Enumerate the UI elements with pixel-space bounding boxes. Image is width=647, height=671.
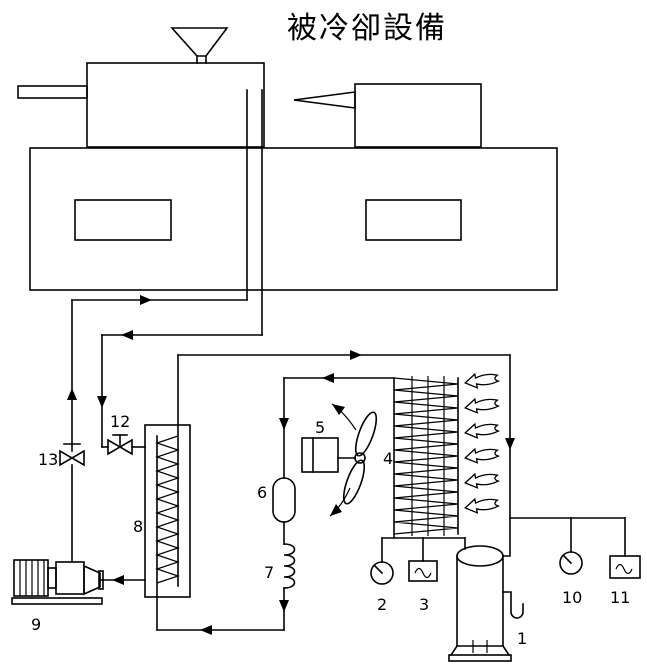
coil-zigzag <box>155 435 180 584</box>
coil-zigzag <box>393 377 459 535</box>
flow-arrow-down-icon <box>279 418 289 430</box>
valve-triangle <box>59 449 74 467</box>
fan-symbol <box>329 403 378 517</box>
pump-symbol <box>11 559 104 605</box>
fan-hub <box>354 452 366 464</box>
valve-triangle <box>107 438 122 456</box>
switch-wave <box>414 567 432 579</box>
wind-arrow-icon <box>463 419 500 441</box>
switch-wave <box>615 563 633 575</box>
compressor-base <box>448 654 512 662</box>
wind-arrow-icon <box>463 494 500 516</box>
valve-12-symbol <box>107 434 133 456</box>
fan-motor-box-symbol <box>301 437 339 473</box>
label-gauge-10: 10 <box>562 588 582 607</box>
flow-arrow-down-icon <box>505 438 515 450</box>
cooled-equipment <box>17 27 558 291</box>
air-arrow-icon <box>332 404 345 415</box>
wind-arrow-icon <box>463 469 500 491</box>
valve-triangle <box>118 438 133 456</box>
flow-arrow-left-icon <box>200 625 212 635</box>
compressor-skirt <box>501 644 511 657</box>
flow-arrow-up-icon <box>67 388 77 400</box>
gauge-needle <box>373 564 384 575</box>
wind-arrow-icon <box>463 369 500 391</box>
label-pump: 9 <box>31 615 41 634</box>
pump-volute <box>55 561 85 595</box>
gauge-needle <box>562 554 573 565</box>
label-valve-13: 13 <box>38 450 58 469</box>
pump-coupling <box>47 567 57 589</box>
valve-13-symbol <box>59 443 85 467</box>
compressor-symbol <box>448 545 524 662</box>
valve-triangle <box>70 449 85 467</box>
label-valve-12: 12 <box>110 412 130 431</box>
label-capillary: 7 <box>264 563 274 582</box>
component-labels: 1 2 3 4 5 6 7 8 9 10 11 12 13 <box>31 412 630 648</box>
machine-left-arm <box>17 85 88 99</box>
refrigerant-piping <box>156 350 626 635</box>
flow-arrow-left-icon <box>322 373 334 383</box>
machine-base <box>29 147 558 291</box>
nozzle-icon <box>293 91 356 109</box>
flow-arrow-down-icon <box>279 600 289 612</box>
base-window-left <box>74 199 172 241</box>
pressure-switch-11-symbol <box>609 555 641 579</box>
flow-arrow-down-icon <box>97 396 107 408</box>
receiver-drier-symbol <box>272 477 296 523</box>
compressor-skirt <box>449 644 459 657</box>
label-fan-motor-box: 5 <box>315 418 325 437</box>
switch-box <box>609 555 641 579</box>
wind-arrow-icon <box>463 394 500 416</box>
heat-exchanger-symbol <box>144 354 191 631</box>
label-gauge-2: 2 <box>377 595 387 614</box>
flow-arrow-left-icon <box>112 575 124 585</box>
pump-motor <box>13 559 49 597</box>
label-switch-11: 11 <box>610 588 630 607</box>
fan-blade <box>354 411 378 457</box>
gauge-dial <box>559 551 583 575</box>
pressure-gauge-10-symbol <box>559 551 583 575</box>
oil-sight-tube <box>502 591 524 619</box>
pressure-gauge-2-symbol <box>370 561 394 585</box>
label-fan: 4 <box>383 449 393 468</box>
pipe-elbow <box>502 517 511 557</box>
machine-right-body <box>354 83 482 148</box>
hopper-icon <box>170 27 229 57</box>
machine-left-body <box>86 62 265 148</box>
diagram-title: 被冷卻設備 <box>287 11 447 46</box>
compressor-dome <box>456 545 504 567</box>
pump-flange <box>98 570 104 590</box>
pressure-switch-3-symbol <box>408 560 438 582</box>
motor-box <box>301 437 339 473</box>
label-switch-3: 3 <box>419 595 429 614</box>
flow-arrow-right-icon <box>350 350 362 360</box>
pump-base <box>11 597 103 605</box>
flow-arrow-left-icon <box>121 330 133 340</box>
base-window-right <box>365 199 462 241</box>
label-receiver: 6 <box>257 483 267 502</box>
flow-arrow-right-icon <box>140 295 152 305</box>
gauge-dial <box>370 561 394 585</box>
label-heat-exchanger: 8 <box>133 517 143 536</box>
water-piping <box>67 89 263 585</box>
exchanger-shell <box>144 424 191 598</box>
label-compressor: 1 <box>517 629 527 648</box>
wind-arrow-icon <box>463 444 500 466</box>
air-arrow-icon <box>330 504 342 516</box>
fan-blade <box>342 459 366 505</box>
air-flow-arrows <box>463 369 500 516</box>
condenser-coil-symbol <box>393 376 459 539</box>
switch-box <box>408 560 438 582</box>
capillary-coil-symbol <box>283 543 296 589</box>
pump-outlet-cone <box>83 564 101 596</box>
